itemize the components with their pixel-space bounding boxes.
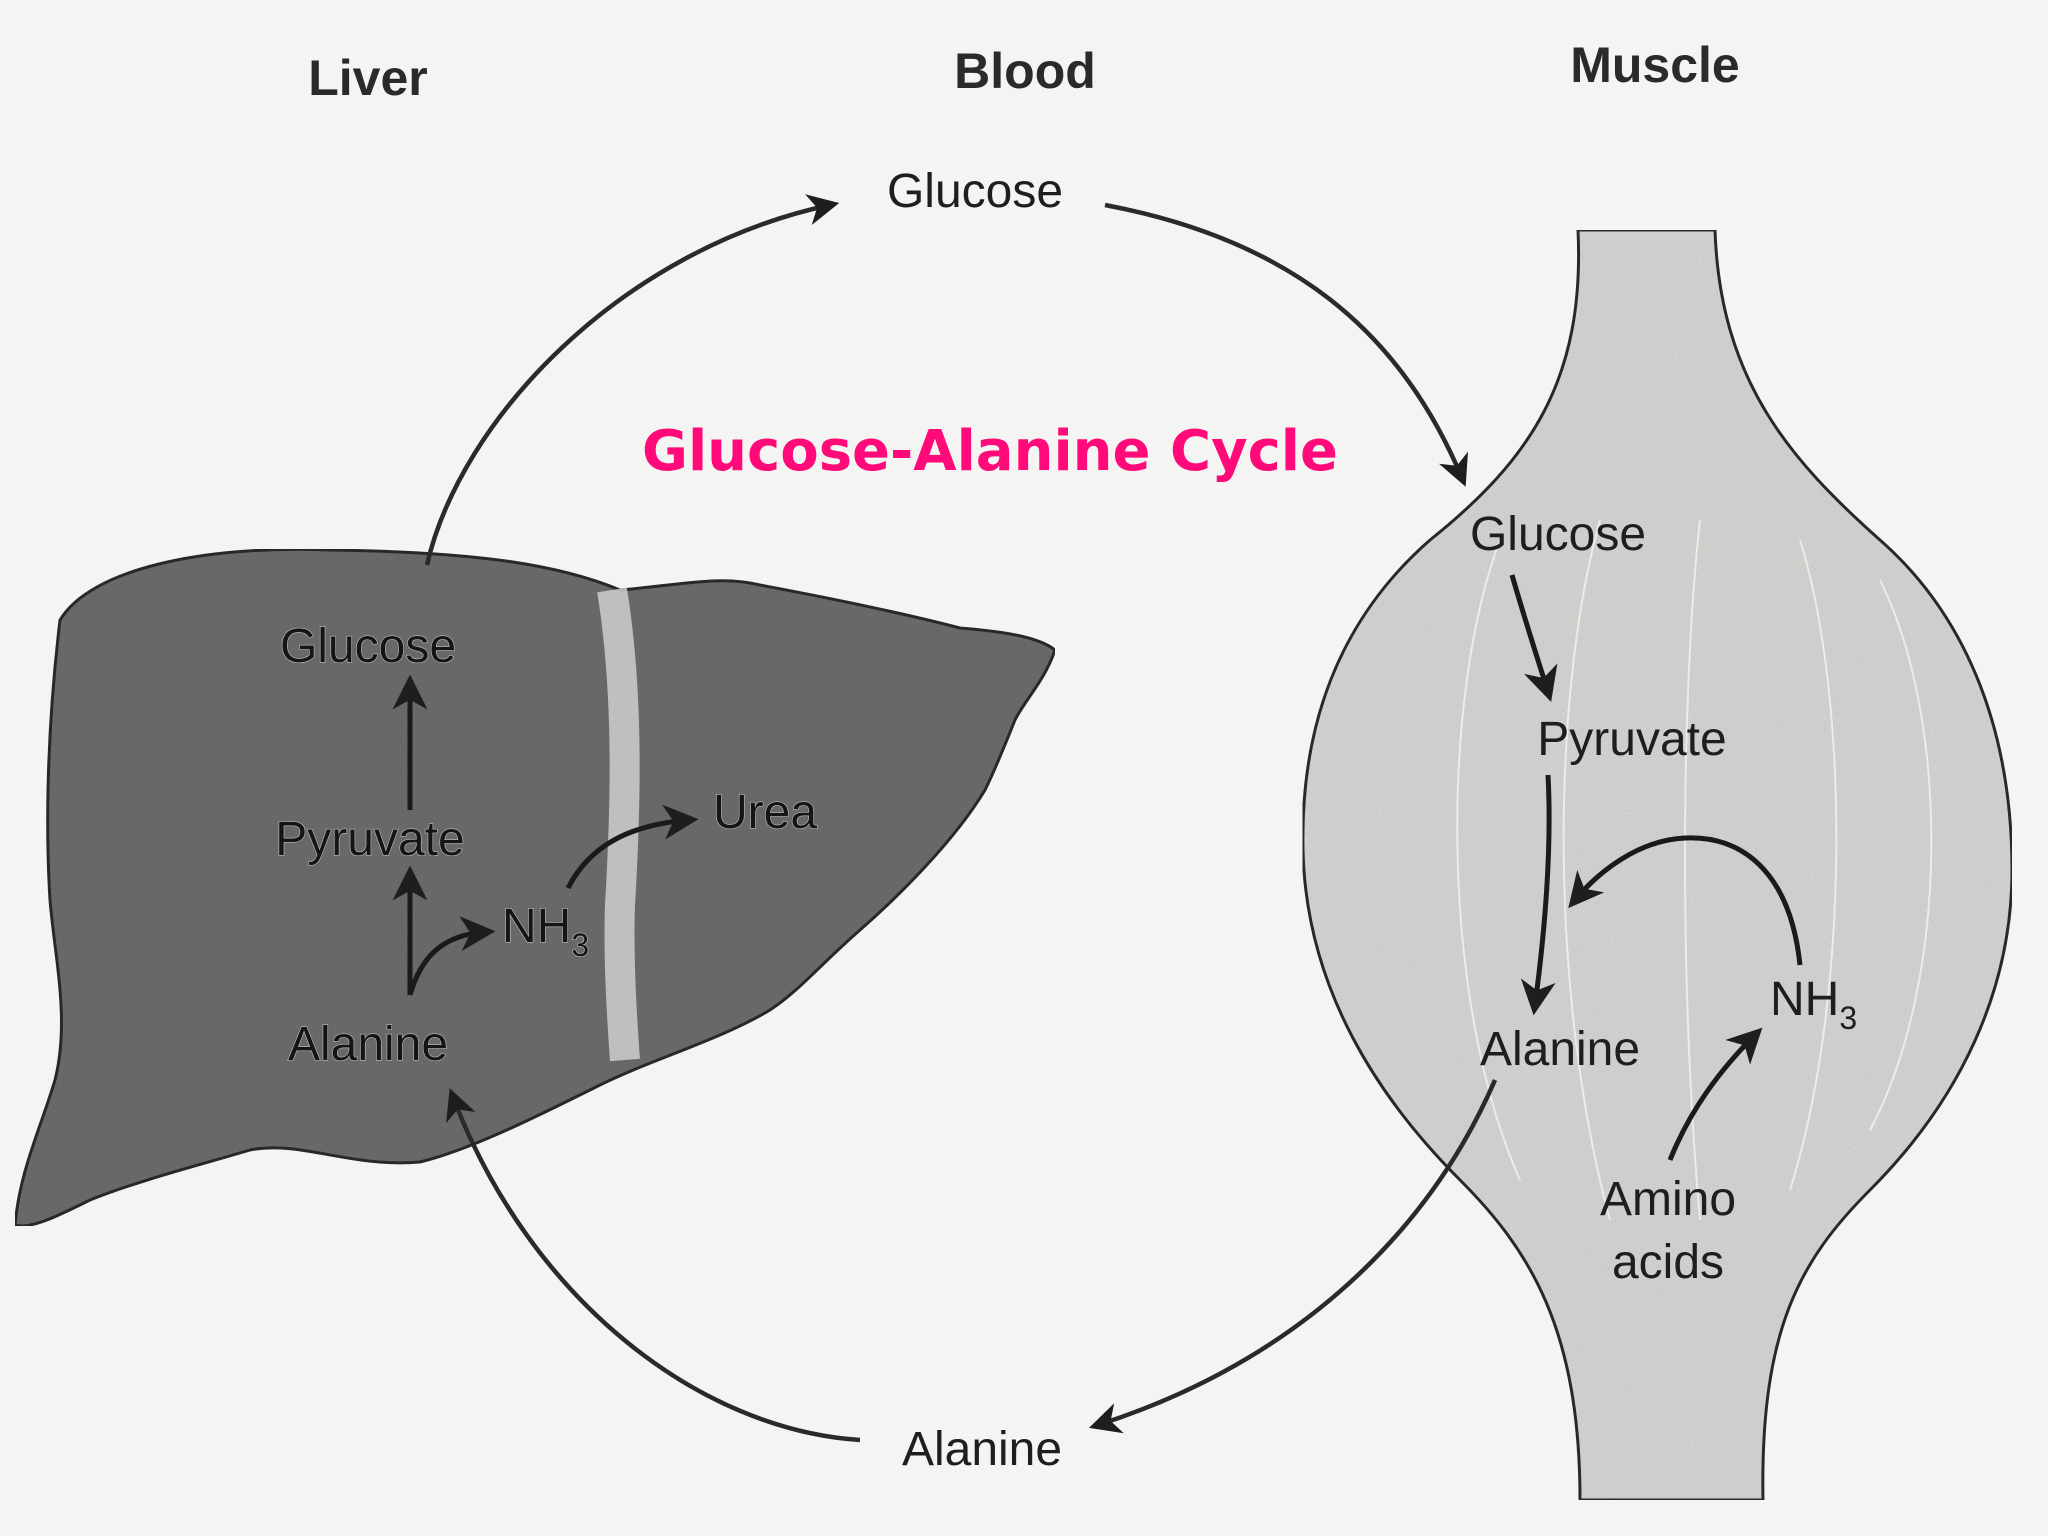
liver-pyruvate-label: Pyruvate (275, 813, 464, 866)
muscle-shape (1301, 228, 2014, 1502)
liver-urea-label: Urea (713, 786, 817, 839)
blood-to-liver-alanine-arrow (446, 1088, 861, 1443)
blood-to-muscle-glucose-arrow (1104, 202, 1468, 487)
liver-lobe-divider (597, 587, 640, 1062)
liver-alanine-label: Alanine (288, 1018, 448, 1071)
liver-glucose-label: Glucose (280, 620, 456, 673)
muscle-fiber-line (1869, 579, 1933, 1131)
muscle-nh3-label: NH3 (1770, 973, 1857, 1036)
muscle-header: Muscle (1570, 37, 1740, 93)
liver-organ (13, 547, 1057, 1228)
muscle-fiber-line (1562, 519, 1611, 1221)
liver-header: Liver (308, 50, 428, 106)
liver-nh3-to-urea-arrow (565, 804, 699, 890)
muscle-glucose-label: Glucose (1470, 508, 1646, 561)
muscle-organ (1301, 228, 2014, 1502)
muscle-pyruvate-label: Pyruvate (1537, 713, 1726, 766)
muscle-fiber-line (1456, 539, 1521, 1181)
blood-alanine-label: Alanine (902, 1423, 1062, 1476)
liver-nh3-base: NH (502, 900, 571, 953)
muscle-fiber-line (1789, 539, 1838, 1191)
liver-alanine-to-nh3-arrow (407, 916, 496, 996)
muscle-amino-acids-to-nh3-arrow (1667, 1027, 1763, 1161)
muscle-amino-acids-line2: acids (1612, 1236, 1724, 1289)
muscle-alanine-label: Alanine (1480, 1023, 1640, 1076)
muscle-to-blood-alanine-arrow (1089, 1079, 1498, 1434)
diagram-title: Glucose-Alanine Cycle (642, 419, 1338, 484)
liver-nh3-label: NH3 (502, 900, 589, 963)
muscle-nh3-base: NH (1770, 973, 1839, 1026)
muscle-pyruvate-to-alanine-arrow (1520, 774, 1556, 1016)
liver-nh3-subscript: 3 (571, 927, 589, 963)
blood-glucose-label: Glucose (887, 165, 1063, 218)
liver-shape (13, 547, 1057, 1228)
muscle-amino-acids-line1: Amino (1600, 1173, 1736, 1226)
muscle-nh3-to-alanine-arrow (1568, 835, 1803, 966)
muscle-fiber-line (1684, 519, 1701, 1221)
muscle-glucose-to-pyruvate-arrow (1509, 574, 1558, 703)
blood-header: Blood (954, 43, 1096, 99)
liver-to-blood-glucose-arrow (424, 194, 840, 566)
muscle-nh3-subscript: 3 (1839, 1000, 1857, 1036)
